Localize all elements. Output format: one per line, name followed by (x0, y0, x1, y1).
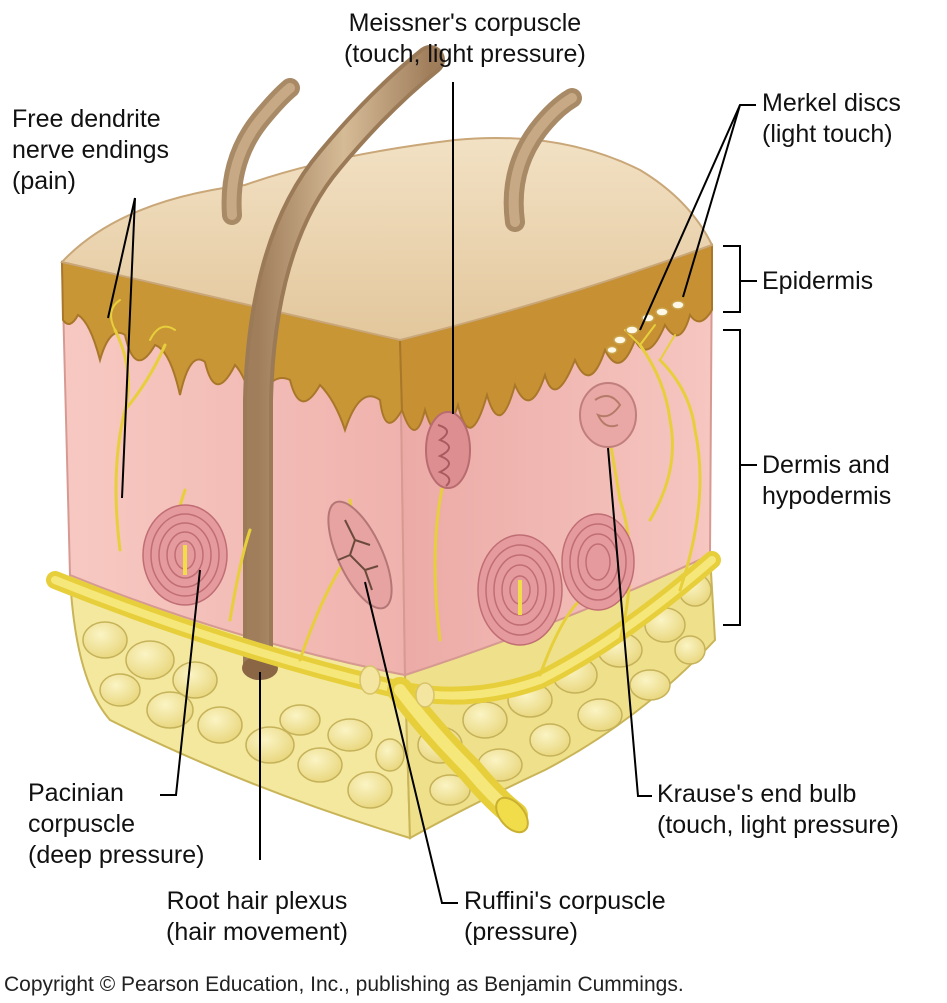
pacinian-line1: Pacinian (28, 778, 204, 809)
pacinian-detail: (deep pressure) (28, 840, 204, 871)
root-hair-label: Root hair plexus (hair movement) (166, 886, 348, 948)
dermis-line1: Dermis and (762, 450, 891, 481)
ruffini-detail: (pressure) (464, 917, 666, 948)
free-dendrite-line1: Free dendrite (12, 104, 169, 135)
root-hair-name: Root hair plexus (166, 886, 348, 917)
epidermis-label: Epidermis (762, 266, 873, 297)
meissner-name: Meissner's corpuscle (344, 8, 586, 39)
free-dendrite-line2: nerve endings (12, 135, 169, 166)
krause-detail: (touch, light pressure) (657, 810, 899, 841)
meissner-label: Meissner's corpuscle (touch, light press… (344, 8, 586, 70)
meissner-detail: (touch, light pressure) (344, 39, 586, 70)
free-dendrite-detail: (pain) (12, 166, 169, 197)
ruffini-name: Ruffini's corpuscle (464, 886, 666, 917)
merkel-detail: (light touch) (762, 119, 901, 150)
root-hair-detail: (hair movement) (166, 917, 348, 948)
krause-name: Krause's end bulb (657, 779, 899, 810)
pacinian-line2: corpuscle (28, 809, 204, 840)
free-dendrite-label: Free dendrite nerve endings (pain) (12, 104, 169, 197)
merkel-name: Merkel discs (762, 88, 901, 119)
meissner-corpuscle (426, 412, 470, 488)
dermis-label: Dermis and hypodermis (762, 450, 891, 512)
copyright-notice: Copyright © Pearson Education, Inc., pub… (4, 973, 684, 997)
ruffini-label: Ruffini's corpuscle (pressure) (464, 886, 666, 948)
krause-end-bulb (580, 383, 636, 447)
epidermis-name: Epidermis (762, 266, 873, 297)
merkel-label: Merkel discs (light touch) (762, 88, 901, 150)
krause-label: Krause's end bulb (touch, light pressure… (657, 779, 899, 841)
pacinian-label: Pacinian corpuscle (deep pressure) (28, 778, 204, 871)
dermis-line2: hypodermis (762, 481, 891, 512)
